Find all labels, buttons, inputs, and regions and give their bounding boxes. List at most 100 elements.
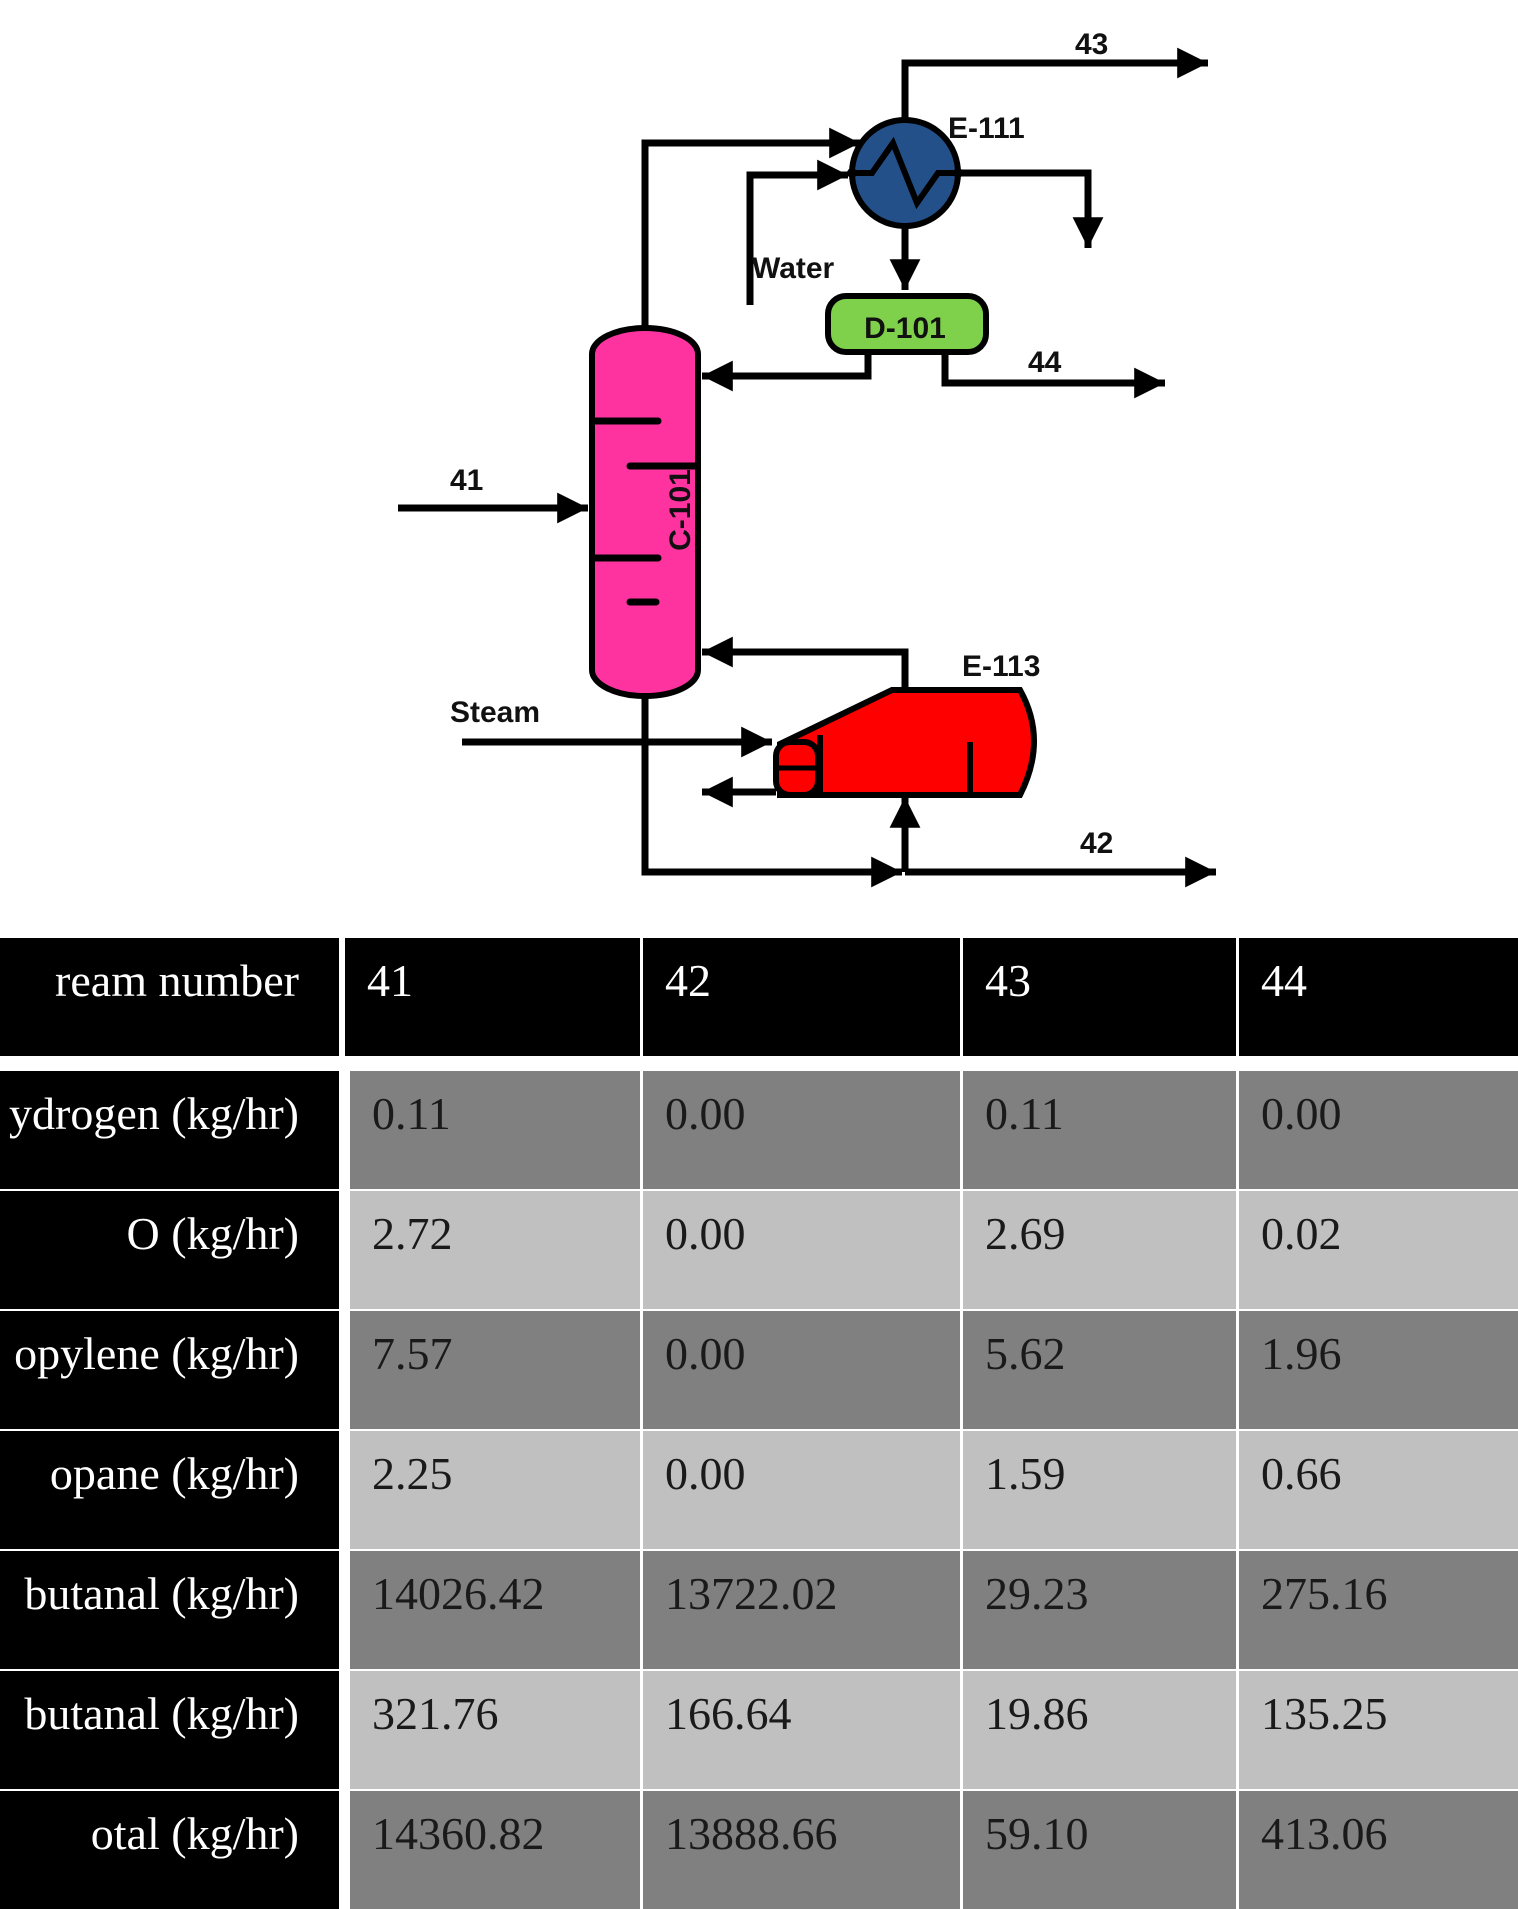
flow-value-cell-text: 321.76 bbox=[372, 1688, 499, 1739]
stream-41-label: 41 bbox=[450, 464, 483, 497]
reboiler-label: E-113 bbox=[962, 650, 1040, 683]
flow-value-cell: 14360.82 bbox=[350, 1791, 640, 1909]
table-row: otal (kg/hr) 14360.82 13888.66 59.10 413.06 bbox=[0, 1791, 1518, 1909]
column-trays bbox=[589, 417, 700, 606]
flow-value-cell-text: 0.00 bbox=[665, 1448, 746, 1499]
flow-value-cell-text: 59.10 bbox=[985, 1808, 1089, 1859]
component-name-cell: ydrogen (kg/hr) bbox=[0, 1071, 339, 1189]
component-name-cell: O (kg/hr) bbox=[0, 1191, 339, 1309]
water-line bbox=[746, 159, 848, 305]
flow-value-cell: 275.16 bbox=[1239, 1551, 1518, 1669]
flow-value-cell: 0.00 bbox=[643, 1191, 960, 1309]
table-header-row: ream number 41 42 43 44 bbox=[0, 938, 1518, 1056]
flow-value-cell-text: 19.86 bbox=[985, 1688, 1089, 1739]
flow-value-cell-text: 0.00 bbox=[665, 1328, 746, 1379]
table-row: O (kg/hr) 2.72 0.00 2.69 0.02 bbox=[0, 1191, 1518, 1309]
drum-d101 bbox=[825, 293, 989, 355]
flow-value-cell-text: 2.72 bbox=[372, 1208, 453, 1259]
flow-value-cell: 7.57 bbox=[350, 1311, 640, 1429]
flow-value-cell: 1.59 bbox=[963, 1431, 1236, 1549]
flow-value-cell-text: 275.16 bbox=[1261, 1568, 1388, 1619]
header-stream-cell: 41 bbox=[345, 938, 640, 1056]
flow-value-cell-text: 13722.02 bbox=[665, 1568, 838, 1619]
flow-value-cell-text: 13888.66 bbox=[665, 1808, 838, 1859]
flow-value-cell-text: 166.64 bbox=[665, 1688, 792, 1739]
drum-label: D-101 bbox=[864, 312, 946, 345]
flow-value-cell-text: 0.00 bbox=[665, 1208, 746, 1259]
flow-value-cell: 413.06 bbox=[1239, 1791, 1518, 1909]
stream-44-line bbox=[941, 352, 1165, 399]
stream-43-label: 43 bbox=[1075, 28, 1108, 61]
stream-table: ream number 41 42 43 44 ydrogen (kg/hr) 0.11 0.… bbox=[0, 938, 1518, 1909]
flow-value-cell-text: 0.02 bbox=[1261, 1208, 1342, 1259]
header-stream-cell: 44 bbox=[1239, 938, 1518, 1056]
component-name-cell-text: otal (kg/hr) bbox=[90, 1808, 299, 1859]
flow-value-cell: 0.11 bbox=[350, 1071, 640, 1189]
flow-value-cell: 13722.02 bbox=[643, 1551, 960, 1669]
header-stream-cell-text: 43 bbox=[985, 955, 1031, 1006]
header-stream-cell-text: 41 bbox=[367, 955, 413, 1006]
flow-value-cell-text: 0.00 bbox=[665, 1088, 746, 1139]
flow-value-cell-text: 0.11 bbox=[985, 1088, 1064, 1139]
flow-value-cell: 0.00 bbox=[643, 1071, 960, 1189]
boilup-line bbox=[702, 636, 909, 690]
process-flow-diagram: C-101 41 Water E-111 43 D-101 44 42 E-11… bbox=[398, 28, 1216, 888]
component-name-cell-text: butanal (kg/hr) bbox=[24, 1568, 299, 1619]
flow-value-cell-text: 29.23 bbox=[985, 1568, 1089, 1619]
flow-value-cell: 0.66 bbox=[1239, 1431, 1518, 1549]
component-name-cell-text: opane (kg/hr) bbox=[49, 1448, 299, 1499]
flow-value-cell-text: 0.00 bbox=[1261, 1088, 1342, 1139]
flow-value-cell: 2.72 bbox=[350, 1191, 640, 1309]
flow-value-cell: 2.69 bbox=[963, 1191, 1236, 1309]
table-row: butanal (kg/hr) 321.76 166.64 19.86 135.25 bbox=[0, 1671, 1518, 1789]
component-name-cell-text: opylene (kg/hr) bbox=[14, 1328, 299, 1379]
component-name-cell-text: ydrogen (kg/hr) bbox=[9, 1088, 299, 1139]
flow-value-cell: 166.64 bbox=[643, 1671, 960, 1789]
flow-value-cell-text: 135.25 bbox=[1261, 1688, 1388, 1739]
stream-43-line bbox=[901, 47, 1208, 120]
table-row: opane (kg/hr) 2.25 0.00 1.59 0.66 bbox=[0, 1431, 1518, 1549]
flow-value-cell-text: 14026.42 bbox=[372, 1568, 545, 1619]
water-label: Water bbox=[752, 252, 835, 285]
stream-44-label: 44 bbox=[1028, 346, 1062, 379]
flow-value-cell-text: 2.25 bbox=[372, 1448, 453, 1499]
flow-value-cell-text: 413.06 bbox=[1261, 1808, 1388, 1859]
component-name-cell: butanal (kg/hr) bbox=[0, 1551, 339, 1669]
flow-value-cell-text: 1.59 bbox=[985, 1448, 1066, 1499]
flow-value-cell: 321.76 bbox=[350, 1671, 640, 1789]
flow-value-cell-text: 7.57 bbox=[372, 1328, 453, 1379]
column-label: C-101 bbox=[664, 469, 697, 551]
flow-value-cell: 0.00 bbox=[643, 1431, 960, 1549]
flow-value-cell-text: 14360.82 bbox=[372, 1808, 545, 1859]
flow-value-cell-text: 5.62 bbox=[985, 1328, 1066, 1379]
header-label-cell-text: ream number bbox=[55, 955, 299, 1006]
flow-value-cell: 0.02 bbox=[1239, 1191, 1518, 1309]
header-stream-cell: 42 bbox=[643, 938, 960, 1056]
stream-42-label: 42 bbox=[1080, 827, 1113, 860]
component-name-cell-text: butanal (kg/hr) bbox=[24, 1688, 299, 1739]
bottoms-line bbox=[641, 696, 902, 888]
flow-value-cell: 135.25 bbox=[1239, 1671, 1518, 1789]
flow-value-cell: 19.86 bbox=[963, 1671, 1236, 1789]
flow-value-cell: 59.10 bbox=[963, 1791, 1236, 1909]
overhead-vapor-line bbox=[641, 127, 860, 328]
flow-value-cell: 0.00 bbox=[643, 1311, 960, 1429]
flow-value-cell: 14026.42 bbox=[350, 1551, 640, 1669]
component-name-cell: opylene (kg/hr) bbox=[0, 1311, 339, 1429]
component-name-cell: otal (kg/hr) bbox=[0, 1791, 339, 1909]
flow-value-cell: 0.11 bbox=[963, 1071, 1236, 1189]
component-name-cell-text: O (kg/hr) bbox=[126, 1208, 299, 1259]
component-name-cell: butanal (kg/hr) bbox=[0, 1671, 339, 1789]
flow-value-cell: 5.62 bbox=[963, 1311, 1236, 1429]
flow-value-cell-text: 2.69 bbox=[985, 1208, 1066, 1259]
header-stream-cell-text: 44 bbox=[1261, 955, 1307, 1006]
flow-value-cell: 29.23 bbox=[963, 1551, 1236, 1669]
table-row: ydrogen (kg/hr) 0.11 0.00 0.11 0.00 bbox=[0, 1071, 1518, 1189]
flow-value-cell: 0.00 bbox=[1239, 1071, 1518, 1189]
header-label-cell: ream number bbox=[0, 938, 339, 1056]
condenser-coil bbox=[852, 136, 958, 210]
condenser-label: E-111 bbox=[948, 112, 1025, 145]
table-row: butanal (kg/hr) 14026.42 13722.02 29.23 275.… bbox=[0, 1551, 1518, 1669]
header-stream-cell: 43 bbox=[963, 938, 1236, 1056]
